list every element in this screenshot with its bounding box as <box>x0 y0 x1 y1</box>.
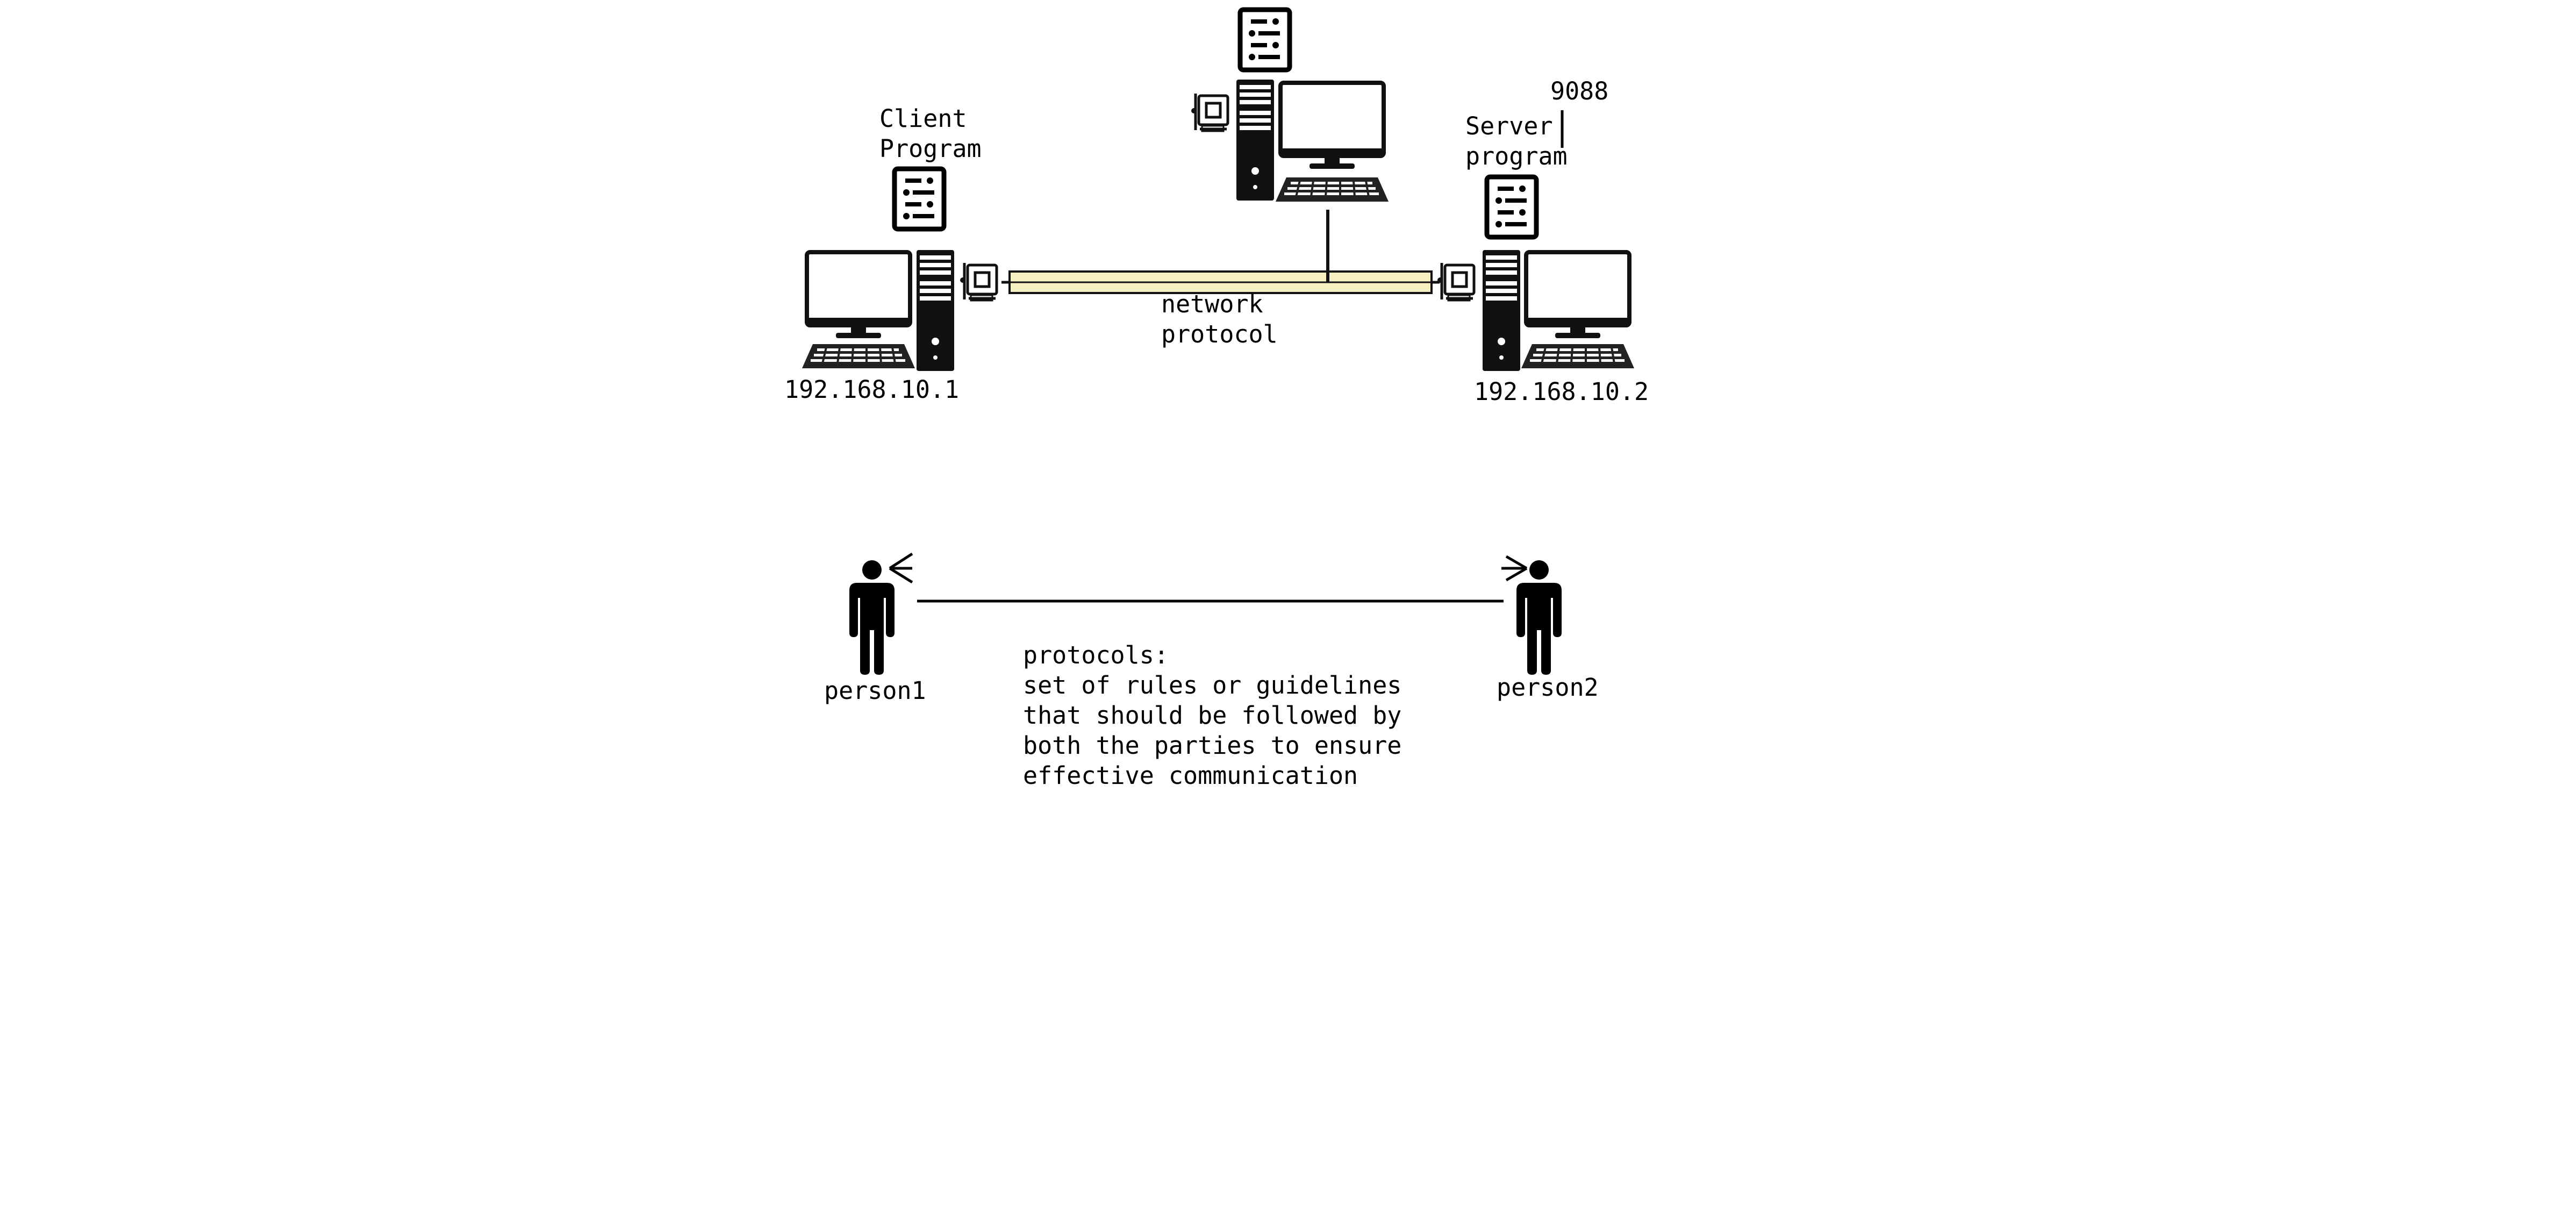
keyboard-icon <box>1275 176 1390 203</box>
server-ip: 192.168.10.2 <box>1474 377 1649 406</box>
network-label-line1: network <box>1161 290 1263 318</box>
tower-icon <box>1483 250 1520 371</box>
document-icon <box>895 169 944 229</box>
monitor-icon <box>1280 83 1384 169</box>
document-icon <box>1240 10 1290 70</box>
server-label-line2: program <box>1465 142 1568 170</box>
network-card-icon <box>960 263 997 301</box>
tower-icon <box>1236 80 1274 201</box>
tower-icon <box>917 250 954 371</box>
monitor-icon <box>807 252 910 338</box>
person2-label: person2 <box>1497 673 1599 702</box>
server-port: 9088 <box>1550 77 1608 105</box>
middle-host-computer <box>1191 10 1390 203</box>
server-computer <box>1432 177 1635 371</box>
definition-line2: that should be followed by <box>1023 701 1401 730</box>
client-label-line2: Program <box>879 134 982 163</box>
definition-line3: both the parties to ensure <box>1023 731 1401 760</box>
person1-label: person1 <box>824 676 926 705</box>
network-card-icon <box>1437 263 1474 301</box>
client-ip: 192.168.10.1 <box>784 375 959 404</box>
client-computer <box>801 169 1010 371</box>
network-card-icon <box>1191 94 1228 131</box>
keyboard-icon <box>801 343 916 369</box>
protocol-definition: protocols: set of rules or guidelines th… <box>1023 641 1401 790</box>
definition-line1: set of rules or guidelines <box>1023 671 1401 699</box>
definition-line4: effective communication <box>1023 761 1358 790</box>
keyboard-icon <box>1520 343 1635 369</box>
client-label-line1: Client <box>879 104 967 133</box>
document-icon <box>1487 177 1536 237</box>
server-label-line1: Server <box>1465 112 1553 140</box>
person1-icon <box>849 560 895 675</box>
network-label-line2: protocol <box>1161 320 1278 348</box>
person2-speech-arrow <box>1501 555 1528 582</box>
monitor-icon <box>1526 252 1629 338</box>
person1-speech-arrow <box>889 552 913 584</box>
definition-heading: protocols: <box>1023 641 1169 669</box>
person2-icon <box>1516 560 1562 675</box>
